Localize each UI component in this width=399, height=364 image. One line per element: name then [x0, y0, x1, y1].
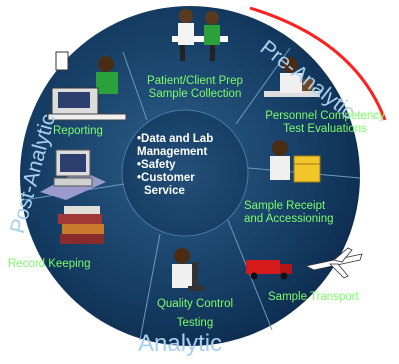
- center-focus-list: •Data and Lab Management •Safety •Custom…: [137, 133, 214, 197]
- transport-label: Sample Transport: [268, 291, 359, 303]
- center-hub: [121, 109, 249, 237]
- sample-box-icon: [270, 140, 321, 183]
- technician-icon: [264, 57, 320, 97]
- qc-label: Quality Control Testing: [156, 298, 234, 329]
- record-keeping-label: Record Keeping: [8, 258, 91, 270]
- receipt-label: Sample Receipt and Accessioning: [244, 200, 334, 225]
- records-books-icon: [58, 206, 104, 244]
- patient-prep-label: Patient/Client Prep Sample Collection: [147, 75, 243, 100]
- analytic-label: Analytic: [138, 330, 223, 357]
- reporting-label: Reporting: [53, 125, 103, 137]
- doctor-patient-icon: [172, 9, 228, 61]
- microscope-tech-icon: [172, 248, 204, 291]
- truck-plane-icon: [246, 247, 363, 280]
- reporting-desk-icon: [48, 51, 127, 121]
- personnel-label: Personnel Competency Test Evaluations: [265, 110, 385, 135]
- pre-analytic-arc: [249, 6, 387, 121]
- computer-icon: [40, 149, 106, 200]
